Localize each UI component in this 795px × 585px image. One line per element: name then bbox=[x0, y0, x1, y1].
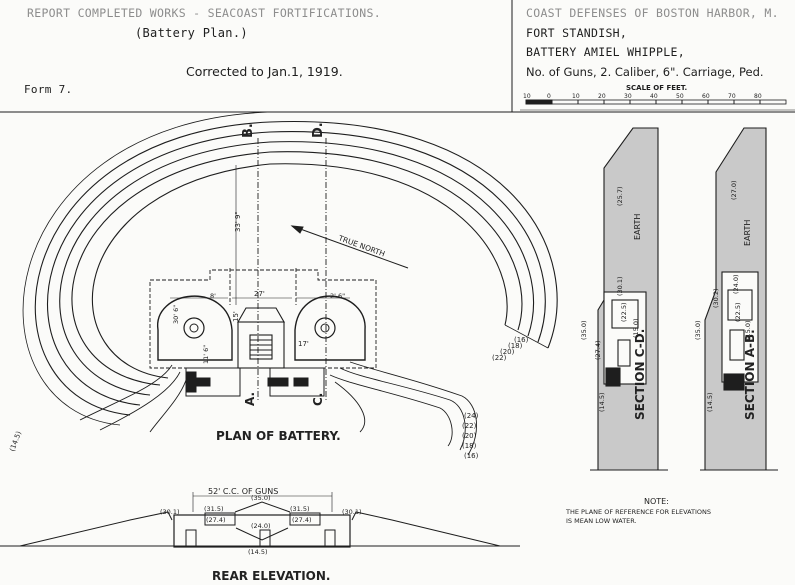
section-cd-elev: (27.4) bbox=[594, 340, 602, 360]
form-number: Form 7. bbox=[24, 83, 73, 96]
rear-elevation-title: REAR ELEVATION. bbox=[212, 569, 330, 583]
scale-tick: 30 bbox=[624, 93, 632, 100]
plan-title: PLAN OF BATTERY. bbox=[216, 429, 341, 443]
section-ab-elev: (30.2) bbox=[712, 288, 720, 308]
dim-30-6: 30' 6" bbox=[172, 305, 180, 324]
section-cd-title: SECTION C-D. bbox=[633, 329, 647, 420]
section-cd-elev: (35.0) bbox=[580, 320, 588, 340]
section-ab-elev: (35.0) bbox=[694, 320, 702, 340]
marker-b: B. bbox=[241, 123, 256, 138]
dim-11-6: 11' 6" bbox=[202, 345, 210, 364]
section-cd-earth: EARTH bbox=[633, 214, 642, 240]
true-north-label: TRUE NORTH bbox=[336, 233, 386, 258]
section-cd-elev: (14.5) bbox=[598, 392, 606, 412]
dim-17: 17' bbox=[298, 340, 309, 348]
note-text-line2: IS MEAN LOW WATER. bbox=[566, 517, 637, 525]
scale-tick: 10 bbox=[523, 93, 531, 100]
contour-label: (24) bbox=[464, 412, 479, 420]
corrected-date: Corrected to Jan.1, 1919. bbox=[186, 64, 343, 79]
section-cd-elev: (22.5) bbox=[620, 302, 628, 322]
battery-outline bbox=[149, 268, 377, 369]
scale-tick: 20 bbox=[598, 93, 606, 100]
scale-bar bbox=[525, 99, 787, 105]
plan-type: (Battery Plan.) bbox=[135, 26, 248, 40]
contour-label: (22) bbox=[462, 422, 477, 430]
section-ab-elev: (22.5) bbox=[734, 302, 742, 322]
elevation-label: (30.1) bbox=[160, 508, 180, 516]
district-title: COAST DEFENSES OF BOSTON HARBOR, M. bbox=[526, 6, 779, 20]
magazines bbox=[185, 367, 325, 397]
section-cd-elev: (30.1) bbox=[616, 276, 624, 296]
contour-label: (20) bbox=[462, 432, 477, 440]
dim-27: 27' bbox=[254, 290, 265, 298]
scale-tick: 60 bbox=[702, 93, 710, 100]
scale-tick: 70 bbox=[728, 93, 736, 100]
central-traverse bbox=[237, 307, 285, 369]
contour-label: (20) bbox=[500, 348, 515, 356]
contour-label-left: (14.5) bbox=[8, 430, 23, 453]
contour-label: (16) bbox=[464, 452, 479, 460]
contour-labels-upper-right: (16) (18) (20) (22) bbox=[492, 336, 529, 362]
elevation-label: (24.0) bbox=[251, 522, 271, 530]
scale-tick: 0 bbox=[547, 93, 551, 100]
section-cd-elev: (15.0) bbox=[632, 318, 640, 338]
note-text-line1: THE PLANE OF REFERENCE FOR ELEVATIONS bbox=[565, 508, 711, 516]
scale-title: SCALE OF FEET. bbox=[626, 84, 688, 92]
contour-labels-lower-right: (24) (22) (20) (18) (16) bbox=[462, 412, 479, 460]
marker-d: D. bbox=[311, 122, 326, 138]
section-ab-elev: (24.0) bbox=[732, 274, 740, 294]
gun-emplacement-left bbox=[157, 295, 233, 361]
battery-name: BATTERY AMIEL WHIPPLE, bbox=[526, 45, 685, 59]
dim-8: 8' bbox=[210, 292, 216, 300]
left-spur bbox=[79, 364, 187, 433]
contour-label: (16) bbox=[514, 336, 529, 344]
section-ab-elev: (15.0) bbox=[744, 320, 752, 340]
section-ab-elev: (27.0) bbox=[730, 180, 738, 200]
scale-tick: 50 bbox=[676, 93, 684, 100]
section-ab-elev: (14.5) bbox=[706, 392, 714, 412]
contour-label: (22) bbox=[492, 354, 507, 362]
scale-tick: 80 bbox=[754, 93, 762, 100]
dim-2-6: 2' 6" bbox=[330, 292, 345, 300]
marker-a: A. bbox=[243, 392, 257, 406]
section-cd-profile bbox=[590, 127, 668, 471]
gun-spacing-label: 52' C.C. OF GUNS bbox=[208, 487, 278, 496]
fort-name: FORT STANDISH, bbox=[526, 26, 628, 40]
rear-elevation-profile bbox=[0, 492, 520, 548]
dim-15: 15' bbox=[232, 311, 240, 322]
elevation-label: (35.0) bbox=[251, 494, 271, 502]
dim-33-9: 33' 9" bbox=[234, 211, 242, 232]
elevation-label: (31.5) bbox=[204, 505, 224, 513]
elevation-label: (31.5) bbox=[290, 505, 310, 513]
section-ab-profile bbox=[700, 127, 778, 471]
elevation-label: (30.1) bbox=[342, 508, 362, 516]
gun-emplacement-right bbox=[294, 295, 366, 361]
note-title: NOTE: bbox=[644, 497, 669, 506]
section-lines bbox=[257, 138, 327, 402]
dimension-lines bbox=[170, 165, 350, 305]
marker-c: C. bbox=[311, 393, 325, 406]
contour-label: (18) bbox=[508, 342, 523, 350]
scale-tick: 10 bbox=[572, 93, 580, 100]
elevation-label: (14.5) bbox=[248, 548, 268, 556]
section-cd-elev: (25.7) bbox=[616, 186, 624, 206]
section-ab-earth: EARTH bbox=[743, 220, 752, 246]
true-north-arrow bbox=[290, 225, 409, 269]
parapet-contours bbox=[22, 111, 558, 426]
right-spur bbox=[329, 361, 477, 456]
section-ab-title: SECTION A-B. bbox=[743, 329, 757, 420]
elevation-label: (27.4) bbox=[292, 516, 312, 524]
guns-caliber-carriage: No. of Guns, 2. Caliber, 6". Carriage, P… bbox=[526, 65, 764, 79]
elevation-label: (27.4) bbox=[206, 516, 226, 524]
contour-label: (18) bbox=[462, 442, 477, 450]
report-title: REPORT COMPLETED WORKS - SEACOAST FORTIF… bbox=[27, 6, 381, 20]
scale-tick: 40 bbox=[650, 93, 658, 100]
